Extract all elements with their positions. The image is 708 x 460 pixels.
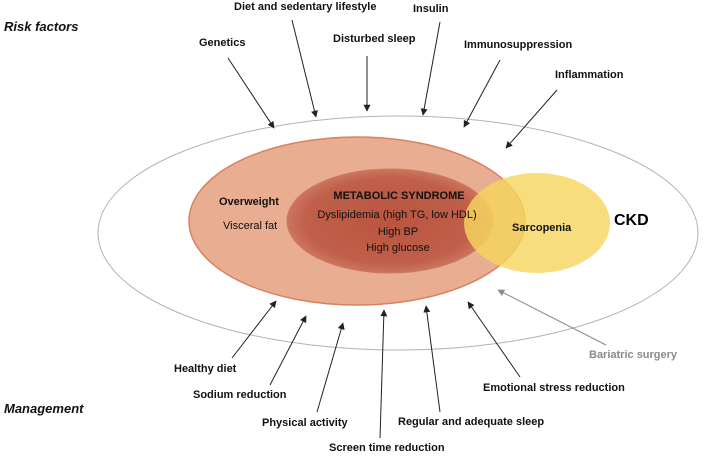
metabolic-syndrome-label: METABOLIC SYNDROME	[333, 190, 464, 202]
management-bariatric: Bariatric surgery	[589, 349, 678, 361]
arrow-physical-activity	[316, 322, 345, 413]
high-glucose-label: High glucose	[366, 242, 430, 254]
risk-factor-diet: Diet and sedentary lifestyle	[234, 1, 376, 13]
risk-factor-immunosuppression: Immunosuppression	[464, 39, 572, 51]
risk-factor-inflammation: Inflammation	[555, 69, 624, 81]
arrow-healthy-diet	[231, 300, 277, 359]
overweight-label: Overweight	[219, 196, 279, 208]
sarcopenia-ellipse	[464, 173, 610, 273]
sarcopenia-label: Sarcopenia	[512, 222, 572, 234]
arrow-immunosuppression	[463, 59, 501, 128]
risk-factor-insulin: Insulin	[413, 3, 449, 15]
management-healthy-diet: Healthy diet	[174, 363, 237, 375]
arrow-sodium-reduction	[269, 315, 307, 386]
risk-factor-genetics: Genetics	[199, 37, 245, 49]
arrow-genetics	[227, 57, 275, 129]
ckd-ellipse	[97, 115, 699, 351]
visceral-fat-label: Visceral fat	[223, 220, 277, 232]
arrow-diet	[291, 19, 318, 118]
arrow-screen-time	[379, 309, 388, 439]
dyslipidemia-label: Dyslipidemia (high TG, low HDL)	[317, 209, 476, 221]
arrow-bariatric	[497, 289, 607, 346]
management-sodium-reduction: Sodium reduction	[193, 389, 287, 401]
arrow-inflammation	[505, 89, 558, 149]
metabolic-syndrome-ellipse	[286, 168, 494, 274]
management-heading: Management	[4, 401, 84, 416]
management-sleep: Regular and adequate sleep	[398, 416, 544, 428]
arrow-insulin	[420, 21, 441, 116]
management-physical-activity: Physical activity	[262, 417, 348, 429]
ckd-label: CKD	[614, 212, 649, 229]
high-bp-label: High BP	[378, 226, 418, 238]
risk-factor-disturbed-sleep: Disturbed sleep	[333, 33, 416, 45]
arrow-stress	[467, 301, 521, 378]
risk-factors-heading: Risk factors	[4, 19, 78, 34]
management-stress: Emotional stress reduction	[483, 382, 625, 394]
management-screen-time: Screen time reduction	[329, 442, 445, 454]
arrow-sleep	[423, 305, 441, 413]
